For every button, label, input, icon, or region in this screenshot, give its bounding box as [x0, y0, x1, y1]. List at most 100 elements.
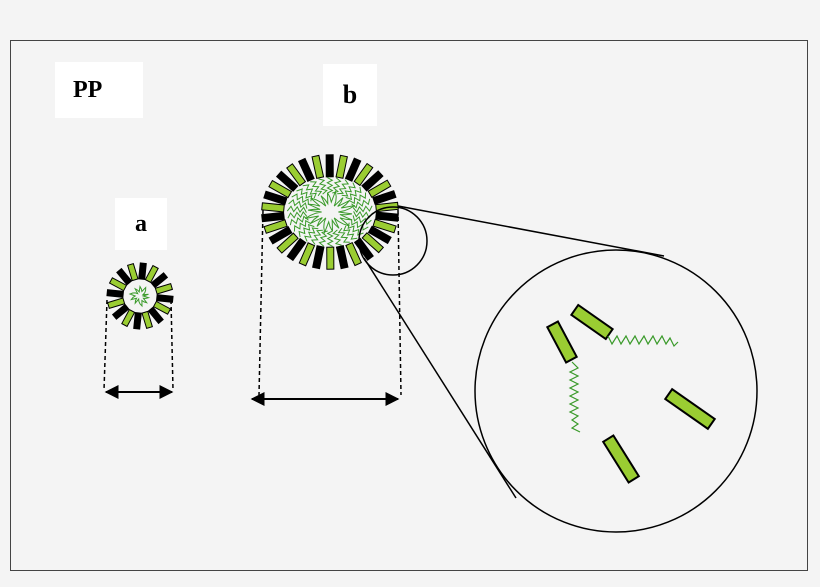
hydrophobic-chain [318, 230, 328, 247]
hydrophilic-block [154, 282, 174, 295]
hydrophobic-chain [351, 219, 369, 231]
hydrophilic-block [106, 297, 126, 310]
hydrophilic-block [286, 237, 307, 262]
hydrophilic-block [111, 303, 130, 320]
title-text: PP [73, 76, 103, 103]
hydrophilic-block [121, 308, 136, 328]
hydrophilic-block [152, 300, 172, 315]
hydrophilic-block [141, 310, 154, 330]
hydrophobic-chain [286, 205, 307, 214]
hydrophilic-block [108, 277, 128, 292]
hydrophobic-chain [348, 192, 367, 205]
hydrophilic-block [276, 232, 299, 254]
hydrophilic-block [353, 162, 374, 187]
micelle-b-right-guide [397, 209, 402, 396]
micelle-core [128, 284, 151, 308]
hydrophilic-block [372, 218, 397, 234]
hydrophobic-chain [310, 181, 323, 197]
hydrophobic-chain [288, 198, 308, 209]
micelle-a [106, 262, 174, 330]
hydrophilic-block [367, 179, 392, 198]
hydrophilic-block [601, 434, 641, 484]
hydrophobic-chain [302, 184, 318, 199]
hydrophobic-chain [326, 230, 334, 247]
micelle-b-text: b [342, 80, 358, 109]
micelle-a-dimension [103, 299, 174, 399]
zoom-source-circle [358, 206, 428, 276]
hydrophobic-chain [310, 229, 323, 245]
hydrophobic-chain [352, 215, 372, 226]
title-label: PP [55, 62, 143, 118]
hydrophobic-chain [287, 210, 308, 219]
hydrophilic-block [261, 211, 285, 223]
micelle-a-text: a [135, 210, 147, 237]
micelle-core [304, 189, 356, 235]
micelle-b-left-guide [258, 209, 264, 396]
hydrophilic-block [361, 232, 385, 254]
zoom-top-line [397, 205, 665, 257]
hydrophilic-block [133, 311, 142, 330]
hydrophilic-block [263, 190, 288, 206]
hydrophobic-chain [345, 186, 362, 201]
micelle-b-label: b [323, 64, 377, 126]
hydrophobic-chain [318, 178, 328, 195]
micelle-b [261, 154, 399, 270]
hydrophilic-block [326, 246, 335, 270]
hydrophilic-block [263, 219, 288, 234]
hydrophilic-block [367, 225, 392, 245]
hydrophilic-block [663, 387, 717, 431]
hydrophobic-chain [298, 223, 315, 238]
hydrophilic-block [298, 242, 316, 267]
micelle-a-right-guide [170, 299, 174, 391]
hydrophilic-block [138, 262, 147, 281]
hydrophilic-block [335, 154, 348, 179]
hydrophilic-block [345, 241, 362, 267]
hydrophilic-block [361, 170, 384, 192]
hydrophilic-block [286, 163, 307, 187]
copolymer-chain-2 [569, 303, 717, 431]
hydrophilic-block [372, 190, 397, 205]
hydrophobic-chain [291, 193, 309, 205]
micelle-a-left-guide [103, 299, 108, 391]
hydrophobic-chain [607, 334, 679, 348]
hydrophobic-chain [352, 205, 373, 214]
magnified-copolymers [545, 303, 717, 484]
hydrophobic-chain [332, 177, 342, 194]
hydrophilic-block [261, 202, 285, 213]
figure-frame [10, 40, 808, 571]
hydrophilic-block [545, 320, 579, 364]
hydrophobic-chain [296, 188, 313, 202]
micelle-a-label: a [115, 198, 167, 250]
hydrophobic-chain [568, 361, 581, 433]
hydrophilic-block [325, 154, 334, 178]
hydrophobic-chain [293, 219, 312, 232]
micelle-b-dimension [250, 209, 402, 406]
zoom-magnified-circle [474, 249, 758, 533]
hydrophilic-block [335, 245, 349, 270]
hydrophilic-block [116, 267, 133, 286]
hydrophobic-chain [332, 229, 342, 246]
hydrophilic-block [126, 262, 139, 282]
zoom-bottom-line [363, 257, 517, 499]
hydrophobic-chain [289, 215, 309, 226]
hydrophobic-chain [342, 225, 358, 240]
hydrophilic-block [268, 179, 293, 199]
hydrophilic-block [344, 157, 362, 182]
hydrophilic-block [569, 303, 615, 341]
hydrophobic-chain [341, 182, 356, 197]
hydrophilic-block [147, 306, 164, 325]
hydrophilic-block [311, 154, 325, 179]
hydrophilic-block [312, 245, 325, 270]
hydrophobic-chain [337, 227, 350, 243]
hydrophilic-block [150, 272, 169, 289]
hydrophobic-chain [326, 177, 334, 194]
hydrophobic-chain [304, 227, 319, 242]
zoom-callout [358, 205, 758, 533]
hydrophobic-chain [351, 198, 371, 209]
hydrophilic-block [144, 264, 159, 284]
hydrophilic-block [298, 157, 315, 183]
hydrophilic-block [275, 170, 299, 192]
hydrophobic-chain [347, 222, 364, 236]
hydrophobic-chain [337, 179, 350, 195]
